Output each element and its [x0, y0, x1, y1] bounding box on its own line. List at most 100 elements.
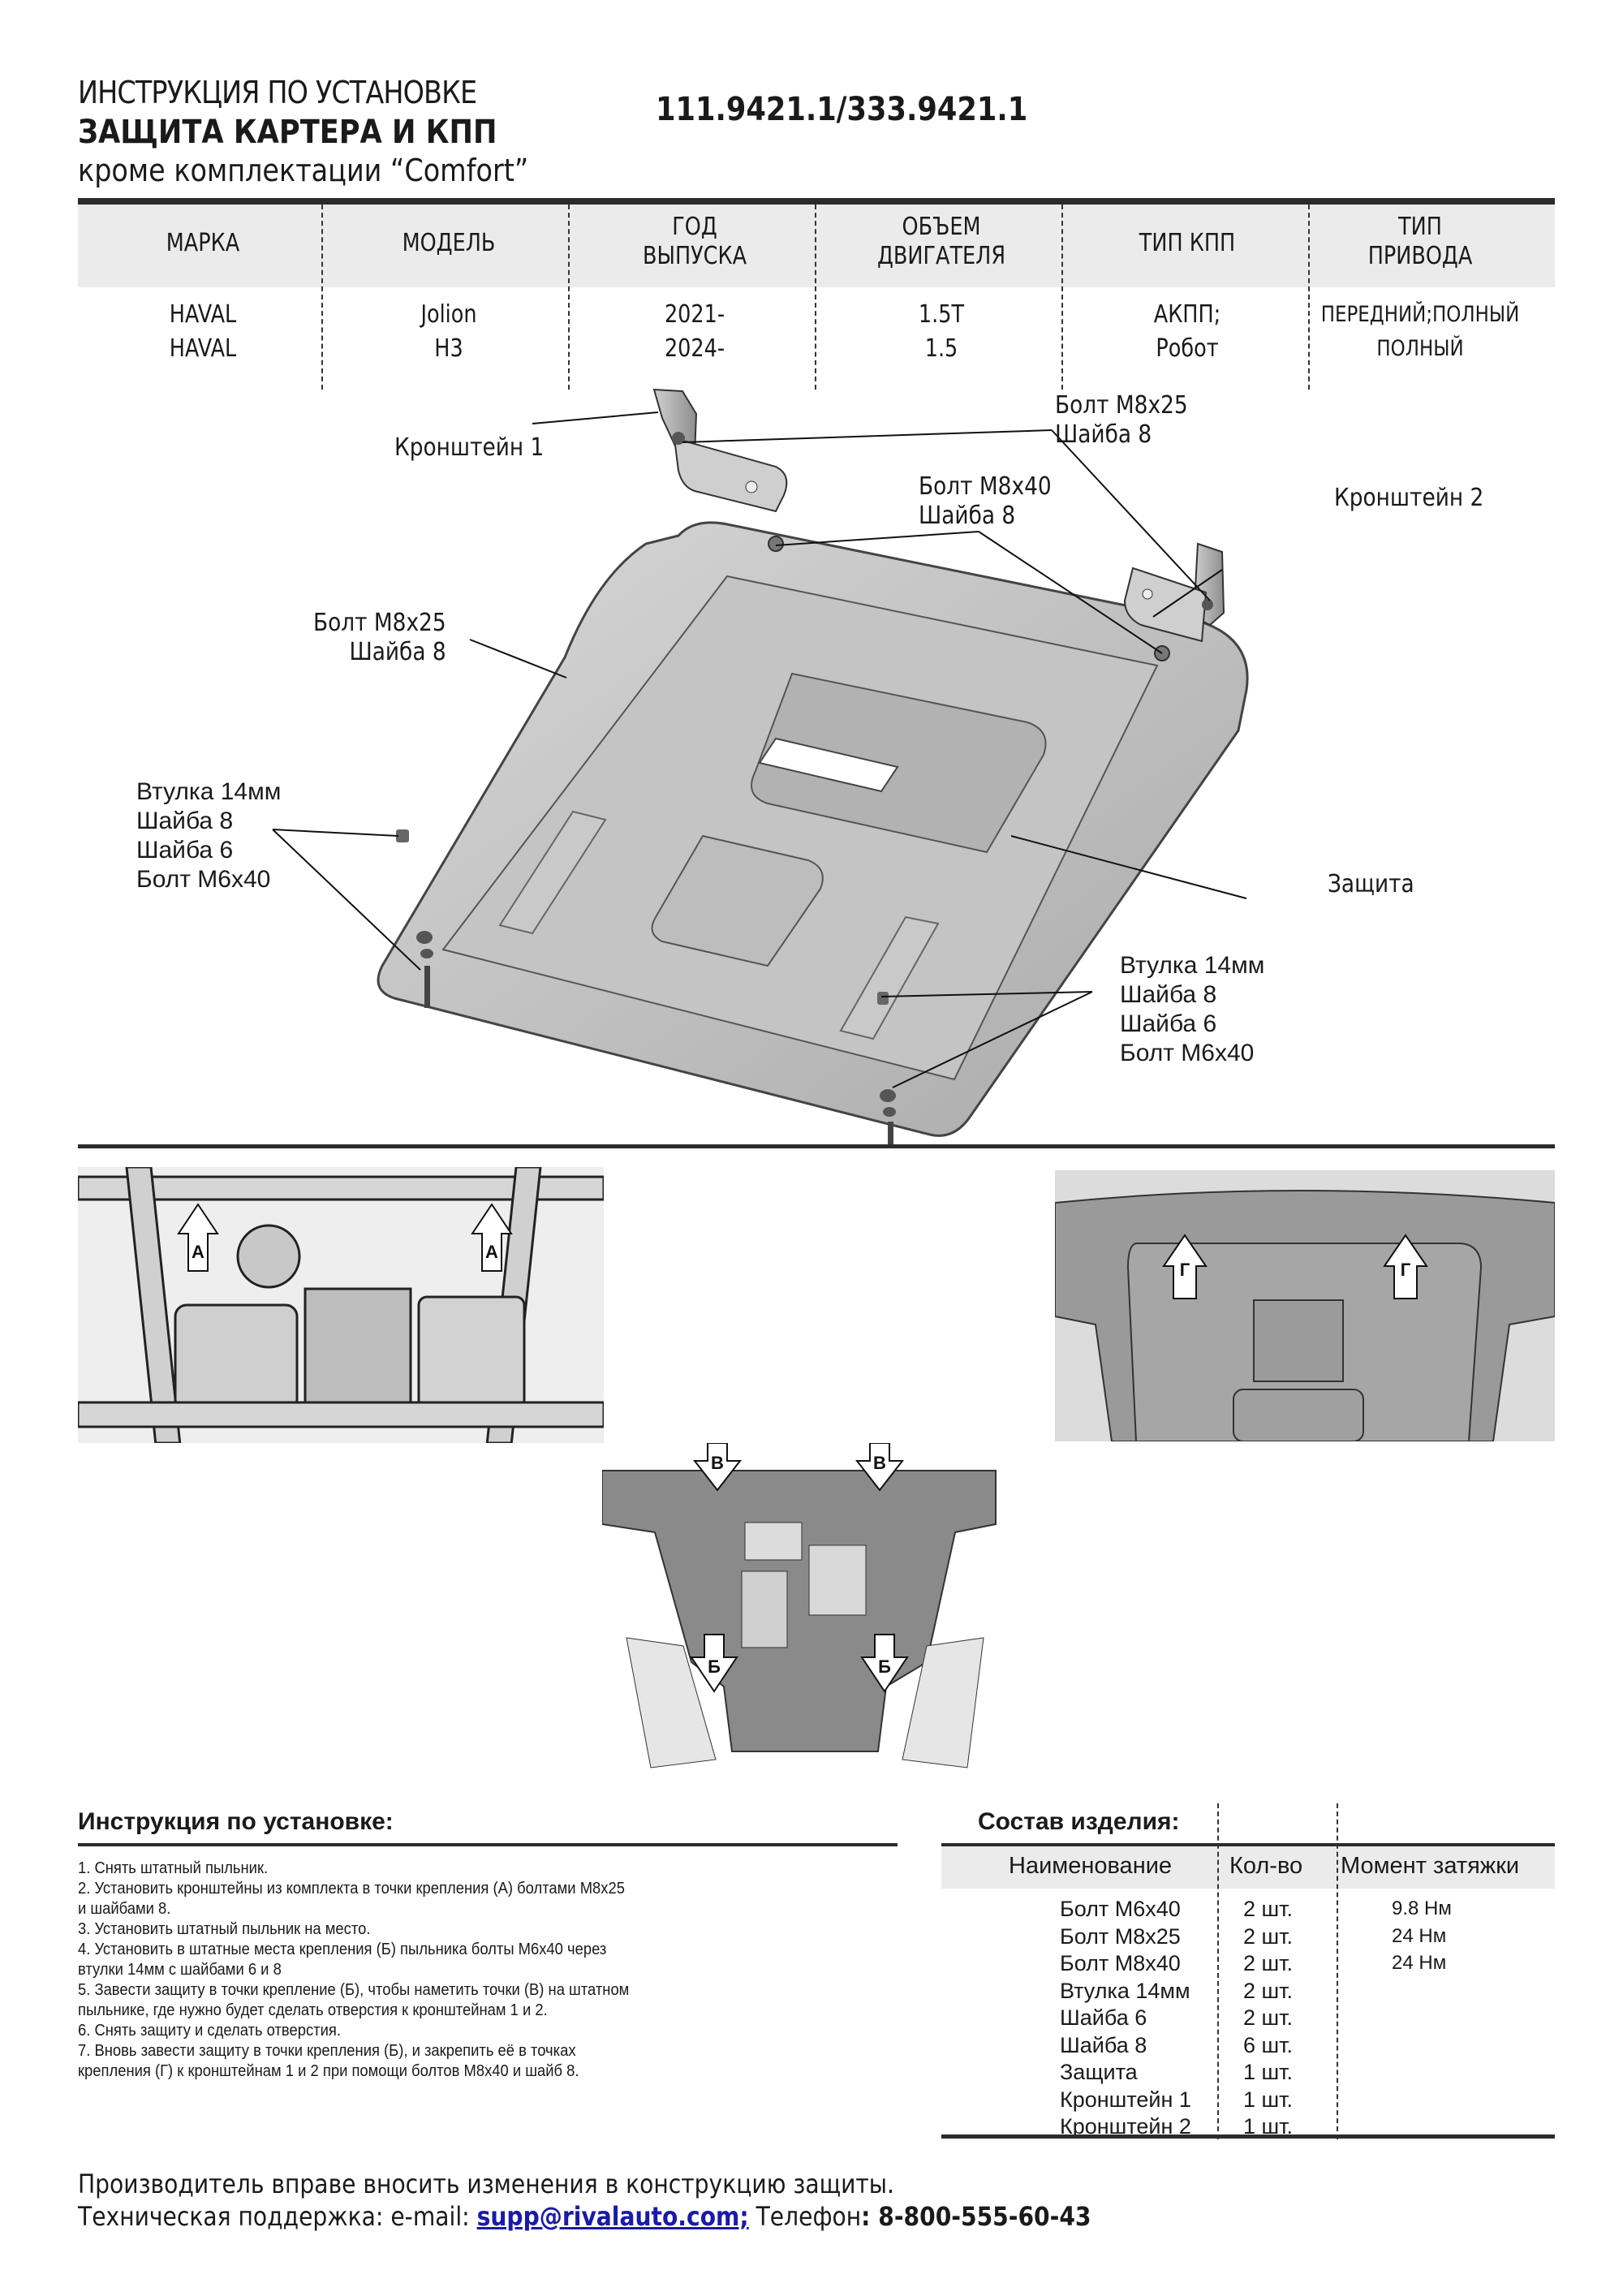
- doc-title: ЗАЩИТА КАРТЕРА И КПП: [78, 114, 497, 151]
- callout-bolt-m8x25-left: Болт М8х25 Шайба 8: [313, 609, 446, 667]
- svg-text:В: В: [873, 1453, 886, 1473]
- callout-line: Шайба 6: [136, 837, 234, 864]
- parts-name-cell: Шайба 6: [1060, 2005, 1147, 2030]
- instruction-line: и шайбами 8.: [78, 1900, 171, 1918]
- support-phone: : 8-800-555-60-43: [861, 2201, 1091, 2232]
- callout-bracket-1: Кронштейн 1: [394, 433, 545, 462]
- instruction-line: 3. Установить штатный пыльник на место.: [78, 1920, 371, 1938]
- diagram-drawing: [272, 388, 1249, 1144]
- callout-line: Болт М8х40: [919, 472, 1052, 501]
- parts-table-bottom-rule: [941, 2134, 1555, 2139]
- support-email-link[interactable]: supp@rivalauto.com;: [476, 2201, 749, 2232]
- callout-line: Болт М6х40: [1120, 1040, 1255, 1066]
- vehicle-header-line: МОДЕЛЬ: [402, 229, 496, 257]
- parts-header-torque: Момент затяжки: [1341, 1853, 1520, 1879]
- parts-qty-cell: 1 шт.: [1243, 2087, 1294, 2112]
- callout-fasteners-right: Втулка 14мм Шайба 8 Шайба 6 Болт М6х40: [1120, 951, 1264, 1068]
- svg-text:Г: Г: [1401, 1260, 1411, 1280]
- svg-text:A: A: [485, 1242, 498, 1262]
- parts-name-cell: Болт М6х40: [1060, 1897, 1181, 1921]
- vehicle-header-cell: МАРКА: [100, 229, 307, 258]
- parts-name-cell: Втулка 14мм: [1060, 1978, 1190, 2003]
- callout-line: Шайба 8: [1055, 420, 1152, 449]
- arrow-g-right: Г: [1383, 1234, 1428, 1299]
- parts-qty-cell: 1 шт.: [1243, 2060, 1294, 2084]
- parts-qty-cell: 2 шт.: [1243, 1897, 1294, 1921]
- arrow-v-left: В: [692, 1443, 743, 1492]
- parts-name-cell: Болт М8х25: [1060, 1923, 1181, 1949]
- photo-g-drawing: Г Г: [1055, 1170, 1555, 1441]
- photo-mount-points-g: Г Г: [1055, 1170, 1555, 1441]
- vehicle-header-line: ДВИГАТЕЛЯ: [876, 242, 1006, 270]
- exploded-diagram: Кронштейн 1 Болт М8х25 Шайба 8 Болт М8х4…: [78, 381, 1555, 1144]
- callout-line: Болт М8х25: [313, 609, 446, 637]
- vehicle-col-divider: [1061, 205, 1063, 390]
- instruction-line: пыльнике, где нужно будет сделать отверс…: [78, 2001, 548, 2019]
- svg-text:Г: Г: [1180, 1260, 1190, 1280]
- parts-header-name: Наименование: [1009, 1853, 1173, 1879]
- fasteners-right-drawing: [877, 992, 896, 1144]
- vehicle-cell: 2024-: [664, 334, 725, 363]
- vehicle-col-divider: [568, 205, 570, 390]
- callout-line: Шайба 8: [136, 808, 234, 834]
- vehicle-col-divider: [321, 205, 323, 390]
- instruction-line: 1. Снять штатный пыльник.: [78, 1859, 269, 1877]
- vehicle-cell: H3: [434, 334, 463, 363]
- parts-col-divider: [1217, 1803, 1219, 2139]
- bracket-1-drawing: [652, 388, 788, 513]
- footer-notice: Производитель вправе вносить изменения в…: [78, 2169, 894, 2199]
- arrow-v-right: В: [855, 1443, 905, 1492]
- callout-bolt-m8x40: Болт М8х40 Шайба 8: [919, 472, 1052, 531]
- parts-name-cell: Защита: [1060, 2060, 1138, 2084]
- parts-qty-cell: 2 шт.: [1243, 1923, 1294, 1949]
- photo-mount-points-b-v: В В Б Б: [602, 1443, 1057, 1777]
- callout-line: Шайба 8: [349, 638, 446, 666]
- parts-col-divider: [1337, 1803, 1338, 2139]
- callout-shield: Защита: [1328, 870, 1414, 898]
- parts-table-header-bg: [941, 1846, 1555, 1889]
- vehicle-header-line: ВЫПУСКА: [642, 242, 747, 270]
- parts-torque-cell: 24 Нм: [1392, 1924, 1447, 1947]
- fasteners-left-drawing: [396, 829, 433, 1008]
- callout-line: Шайба 6: [1120, 1010, 1217, 1037]
- part-code: 111.9421.1/333.9421.1: [656, 91, 1028, 128]
- instruction-line: 5. Завести защиту в точки крепление (Б),…: [78, 1981, 630, 1999]
- arrow-b-right: Б: [860, 1634, 909, 1693]
- parts-title: Состав изделия:: [978, 1808, 1180, 1835]
- vehicle-header-line: ГОД: [672, 213, 717, 241]
- vehicle-cell: Jolion: [420, 300, 477, 329]
- parts-name-cell: Шайба 8: [1060, 2032, 1147, 2057]
- vehicle-cell: HAVAL: [169, 300, 237, 329]
- doc-heading: ИНСТРУКЦИЯ ПО УСТАНОВКЕ: [78, 75, 477, 110]
- vehicle-cell: Робот: [1156, 334, 1219, 363]
- parts-qty-cell: 6 шт.: [1243, 2032, 1294, 2057]
- instruction-line: 6. Снять защиту и сделать отверстия.: [78, 2022, 341, 2040]
- vehicle-cell: 1.5: [924, 334, 958, 363]
- instruction-line: крепления (Г) к кронштейнам 1 и 2 при по…: [78, 2062, 579, 2080]
- parts-qty-cell: 2 шт.: [1243, 2005, 1294, 2030]
- arrow-b-left: Б: [690, 1634, 738, 1693]
- vehicle-col-divider: [1308, 205, 1310, 390]
- vehicle-cell: 1.5T: [918, 300, 965, 329]
- callout-line: Болт М6х40: [136, 866, 271, 893]
- support-label: Техническая поддержка: e-mail:: [78, 2201, 477, 2232]
- callout-line: Втулка 14мм: [1120, 952, 1265, 979]
- parts-header-qty: Кол-во: [1229, 1853, 1303, 1879]
- arrow-a-right: A: [471, 1203, 513, 1272]
- vehicle-cell: ПОЛНЫЙ: [1376, 336, 1464, 361]
- instruction-line: 2. Установить кронштейны из комплекта в …: [78, 1880, 625, 1898]
- photo-b-drawing: В В Б Б: [602, 1443, 1057, 1777]
- vehicle-col-divider: [815, 205, 816, 390]
- parts-qty-cell: 2 шт.: [1243, 1978, 1294, 2003]
- callout-bolt-m8x25-top: Болт М8х25 Шайба 8: [1055, 391, 1188, 450]
- callout-line: Шайба 8: [919, 502, 1016, 530]
- vehicle-header-line: ТИП: [1398, 213, 1442, 241]
- doc-subtitle: кроме комплектации “Comfort”: [78, 153, 529, 188]
- callout-bracket-2: Кронштейн 2: [1334, 484, 1484, 512]
- vehicle-cell: ПЕРЕДНИЙ;ПОЛНЫЙ: [1320, 302, 1520, 327]
- instruction-line: 7. Вновь завести защиту в точки креплени…: [78, 2042, 576, 2060]
- vehicle-header-cell: МОДЕЛЬ: [346, 229, 553, 258]
- instructions-title: Инструкция по установке:: [78, 1808, 394, 1835]
